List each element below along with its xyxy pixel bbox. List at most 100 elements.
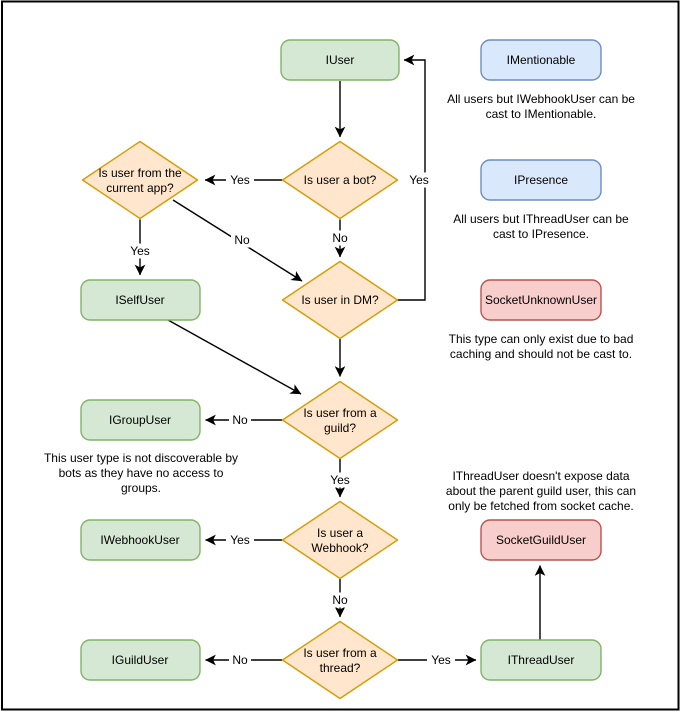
- notes: All users but IWebhookUser can be cast t…: [44, 92, 636, 513]
- edge-label-text: No: [332, 231, 348, 245]
- node-text: IGroupUser: [109, 413, 171, 427]
- label-bg: [229, 652, 251, 668]
- note-text-line: caching and should not be cast to.: [450, 347, 632, 361]
- decision-diamond: [281, 260, 399, 340]
- edge-iselfuser-to-guild: [167, 319, 302, 395]
- note-text-line: about the parent guild user, this can: [446, 484, 636, 498]
- edge-label-bot-yes: Yes: [226, 172, 254, 188]
- node-box: [480, 519, 602, 561]
- decision-is-user-from-thread: Is user from a thread?: [281, 620, 399, 700]
- edge-label-webhook-yes: Yes: [226, 532, 254, 548]
- edge-label-webhook-no: No: [329, 592, 351, 608]
- node-text: IUser: [326, 53, 355, 67]
- label-bg: [326, 472, 354, 488]
- node-iwebhookuser: IWebhookUser: [80, 519, 201, 561]
- node-box: [480, 639, 602, 681]
- edge-label-text: No: [232, 653, 248, 667]
- note-text-line: All users but IThreadUser can be: [453, 212, 629, 226]
- edge-label-text: Yes: [130, 244, 150, 258]
- node-text: IGuildUser: [112, 653, 169, 667]
- node-imentionable: IMentionable: [480, 39, 602, 81]
- note-text-line: cast to IMentionable.: [486, 107, 597, 121]
- decision-text: Is user a: [317, 526, 363, 540]
- edge-label-text: No: [232, 413, 248, 427]
- label-bg: [329, 592, 351, 608]
- edge-label-text: Yes: [330, 473, 350, 487]
- decision-diamond: [281, 140, 399, 220]
- note-text-line: cast to IPresence.: [493, 227, 589, 241]
- type-nodes: IUser IMentionable IPresence SocketUnkno…: [80, 39, 602, 681]
- decision-diamond: [81, 140, 199, 220]
- note-text-line: only be fetched from socket cache.: [448, 499, 633, 513]
- decision-text: current app?: [106, 181, 174, 195]
- node-box: [280, 39, 400, 81]
- edge-label-text: Yes: [431, 653, 451, 667]
- edge-label-text: Yes: [230, 533, 250, 547]
- note-mentionable: All users but IWebhookUser can be cast t…: [447, 92, 635, 121]
- edge-label-bot-no: No: [329, 230, 351, 246]
- note-text-line: groups.: [121, 481, 161, 495]
- node-text: IMentionable: [507, 53, 576, 67]
- note-ithreaduser: IThreadUser doesn't expose data about th…: [446, 469, 636, 513]
- label-bg: [126, 243, 154, 259]
- note-socketunknownuser: This type can only exist due to bad cach…: [449, 332, 634, 361]
- decision-nodes: Is user a bot? Is user from the current …: [81, 140, 399, 700]
- decision-diamond: [281, 620, 399, 700]
- label-bg: [427, 652, 455, 668]
- node-socketguilduser: SocketGuildUser: [480, 519, 602, 561]
- note-text-line: This type can only exist due to bad: [449, 332, 634, 346]
- node-box: [480, 159, 602, 201]
- decision-is-user-a-bot: Is user a bot?: [281, 140, 399, 220]
- label-bg: [226, 532, 254, 548]
- decision-is-user-from-guild: Is user from a guild?: [281, 380, 399, 460]
- edge-label-guild-yes: Yes: [326, 472, 354, 488]
- decision-text: Is user a bot?: [304, 173, 377, 187]
- node-box: [80, 279, 201, 321]
- edge-label-thread-yes: Yes: [427, 652, 455, 668]
- node-box: [480, 279, 602, 321]
- decision-is-user-a-webhook: Is user a Webhook?: [281, 500, 399, 580]
- edge-label-dm-yes: Yes: [405, 172, 433, 188]
- node-box: [80, 399, 201, 441]
- edge-label-guild-no: No: [229, 412, 251, 428]
- node-socketunknownuser: SocketUnknownUser: [480, 279, 602, 321]
- note-text-line: bots as they have no access to: [59, 466, 224, 480]
- node-box: [480, 39, 602, 81]
- node-ipresence: IPresence: [480, 159, 602, 201]
- node-box: [80, 519, 201, 561]
- label-bg: [405, 172, 433, 188]
- decision-diamond: [281, 500, 399, 580]
- node-iuser: IUser: [280, 39, 400, 81]
- note-text-line: This user type is not discoverable by: [44, 451, 238, 465]
- decision-is-user-in-dm: Is user in DM?: [281, 260, 399, 340]
- node-text: ISelfUser: [115, 293, 164, 307]
- decision-text: Is user from the: [98, 166, 182, 180]
- label-bg: [229, 412, 251, 428]
- edge-labels: Yes No Yes No Yes No Yes Yes: [126, 172, 455, 668]
- note-presence: All users but IThreadUser can be cast to…: [453, 212, 629, 241]
- edge-label-text: No: [234, 233, 250, 247]
- decision-text: Is user from a: [303, 406, 377, 420]
- decision-diamond: [281, 380, 399, 460]
- node-igroupuser: IGroupUser: [80, 399, 201, 441]
- decision-is-user-from-current-app: Is user from the current app?: [81, 140, 199, 220]
- node-iguilduser: IGuildUser: [80, 639, 201, 681]
- decision-text: Webhook?: [311, 541, 368, 555]
- edge-label-text: Yes: [230, 173, 250, 187]
- note-text-line: All users but IWebhookUser can be: [447, 92, 635, 106]
- node-text: SocketGuildUser: [496, 533, 586, 547]
- node-text: IPresence: [514, 173, 568, 187]
- node-text: IThreadUser: [508, 653, 575, 667]
- node-text: SocketUnknownUser: [485, 293, 597, 307]
- label-bg: [329, 230, 351, 246]
- decision-text: Is user in DM?: [301, 293, 379, 307]
- edge-label-currentapp-no: No: [231, 232, 253, 248]
- decision-text: thread?: [320, 661, 361, 675]
- edge-label-text: Yes: [409, 173, 429, 187]
- note-text-line: IThreadUser doesn't expose data: [452, 469, 629, 483]
- decision-text: guild?: [324, 421, 356, 435]
- node-box: [80, 639, 201, 681]
- edge-label-currentapp-yes: Yes: [126, 243, 154, 259]
